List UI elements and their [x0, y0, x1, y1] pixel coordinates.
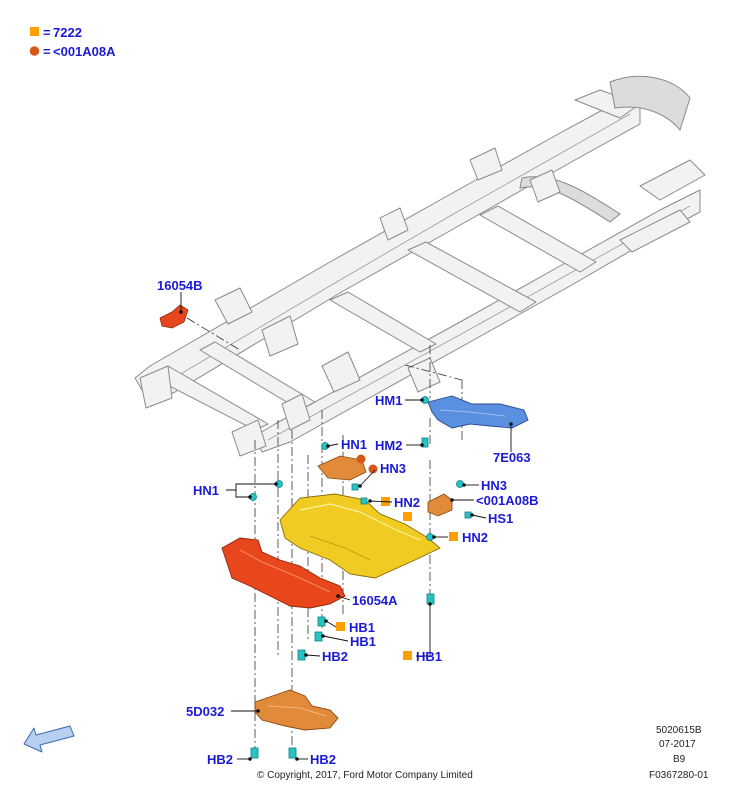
label-16054B: 16054B	[157, 278, 203, 293]
copyright-text: © Copyright, 2017, Ford Motor Company Li…	[257, 770, 473, 781]
label-HB2-right: HB2	[310, 752, 336, 767]
part-7222-skid-plate	[279, 493, 441, 579]
label-HN3-upper: HN3	[380, 461, 406, 476]
part-16054A-shield	[221, 537, 346, 609]
label-001A08B: <001A08B	[476, 493, 539, 508]
label-HN1-left: HN1	[193, 483, 219, 498]
marker-circle-hn3	[368, 464, 378, 474]
fastener-HB2-right	[288, 747, 297, 759]
vehicle-frame	[134, 75, 706, 457]
part-upper-bracket	[317, 455, 367, 481]
part-7E063-skid-plate	[427, 395, 529, 429]
fastener-HN2-upper	[360, 497, 368, 505]
fastener-HN3-upper	[351, 483, 359, 491]
leader-lines	[179, 292, 513, 761]
reference-date: 07-2017	[659, 739, 696, 750]
legend-circle-label: <001A08A	[53, 44, 116, 59]
fastener-HB2-upper	[297, 649, 306, 661]
reference-code: 5020615B	[656, 725, 702, 736]
label-HN3-right: HN3	[481, 478, 507, 493]
label-16054A: 16054A	[352, 593, 398, 608]
fastener-HM2	[421, 437, 429, 448]
legend-circle-icon	[29, 46, 40, 56]
fastener-HB2-left	[250, 747, 259, 759]
legend-square-icon	[30, 27, 39, 36]
label-HM2: HM2	[375, 438, 402, 453]
label-5D032: 5D032	[186, 704, 224, 719]
fastener-HB1-b	[314, 631, 323, 642]
label-HN2-upper: HN2	[394, 495, 420, 510]
marker-square-hb1-a	[336, 622, 345, 631]
svg-text:=: =	[43, 44, 51, 59]
footer: © Copyright, 2017, Ford Motor Company Li…	[257, 725, 709, 781]
part-5D032-plate	[254, 689, 339, 731]
label-HN2-right: HN2	[462, 530, 488, 545]
label-HB1-a: HB1	[349, 620, 375, 635]
svg-text:=: =	[43, 25, 51, 40]
legend-square-label: 7222	[53, 25, 82, 40]
label-HM1: HM1	[375, 393, 402, 408]
callout-labels: 16054B HM1 HM2 7E063 HN1 HN3 HN1 HN2 HN3…	[157, 278, 539, 767]
front-direction-arrow-icon	[23, 725, 75, 753]
fasteners	[249, 396, 472, 759]
part-001A08B-bracket	[427, 493, 453, 517]
fastener-HN3-right	[456, 480, 464, 488]
label-HB2-left: HB2	[207, 752, 233, 767]
marker-square-hb1-right	[403, 651, 412, 660]
legend: = 7222 = <001A08A	[29, 25, 116, 59]
label-HB1-b: HB1	[350, 634, 376, 649]
label-HB2-upper: HB2	[322, 649, 348, 664]
marker-square-hn2-right	[449, 532, 458, 541]
fastener-HS1	[464, 511, 472, 519]
marker-circle-upper-bracket	[356, 454, 366, 464]
reference-revision: B9	[673, 754, 686, 765]
label-HB1-right: HB1	[416, 649, 442, 664]
marker-square-skid	[403, 512, 412, 521]
part-16054B-bracket	[159, 304, 189, 329]
label-HN1-upper: HN1	[341, 437, 367, 452]
fastener-HB1-a	[317, 616, 326, 627]
label-7E063: 7E063	[493, 450, 531, 465]
label-HS1: HS1	[488, 511, 513, 526]
figure-number: F0367280-01	[649, 770, 709, 781]
